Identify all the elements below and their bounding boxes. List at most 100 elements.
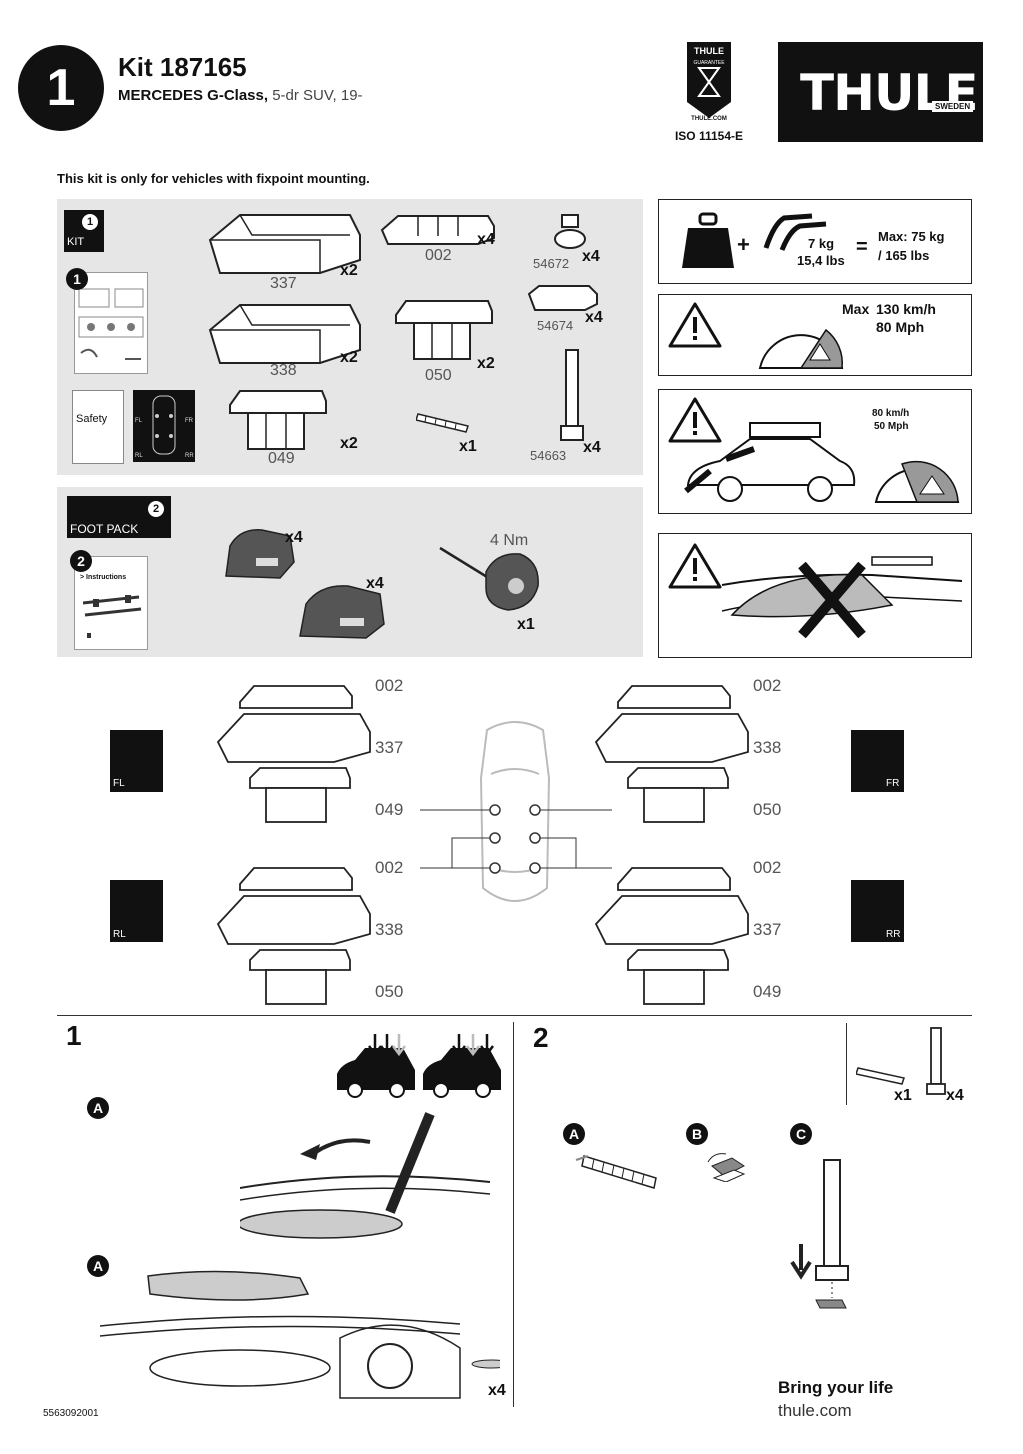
stack-rr-code-2: 337 bbox=[753, 920, 782, 939]
car-with-load-drawing bbox=[680, 415, 860, 507]
speed-max-label: Max bbox=[842, 301, 870, 317]
torque-key-drawing bbox=[436, 532, 546, 616]
stack-rl-drawing bbox=[214, 854, 374, 1010]
iso-label: ISO 11154-E bbox=[674, 129, 744, 143]
max-load-lbs: / 165 lbs bbox=[878, 248, 930, 263]
section-divider bbox=[57, 1015, 972, 1016]
corner-fr-thumb-label: FR bbox=[886, 778, 900, 789]
foot-pack-manual-thumbnail bbox=[74, 556, 148, 650]
vehicle-line: MERCEDES G-Class, 5-dr SUV, 19- bbox=[118, 87, 363, 104]
roof-bars-icon bbox=[760, 212, 832, 254]
badge-url: THULE.COM bbox=[691, 116, 727, 122]
logo-sub: SWEDEN bbox=[932, 101, 974, 112]
part-002-code: 002 bbox=[425, 247, 452, 264]
thule-logo bbox=[778, 42, 983, 142]
part-54663-qty: x4 bbox=[583, 439, 601, 456]
stack-rl-code-2: 338 bbox=[375, 920, 404, 939]
stack-fr-code-2: 338 bbox=[753, 738, 782, 757]
part-049-qty: x2 bbox=[340, 435, 358, 452]
part-54663-drawing bbox=[558, 348, 586, 448]
part-54674-drawing bbox=[525, 282, 601, 312]
pad-strip-drawing bbox=[416, 410, 472, 434]
fitting-chart bbox=[133, 390, 195, 462]
step-number: 1 bbox=[46, 59, 76, 117]
speedometer-icon-2 bbox=[872, 436, 962, 506]
corner-rl: RL bbox=[135, 453, 143, 459]
part-338-qty: x2 bbox=[340, 349, 358, 366]
part-337-drawing bbox=[200, 205, 365, 275]
logo-text: THULE bbox=[800, 64, 979, 122]
badge-guarantee: GUARANTEE bbox=[693, 60, 725, 66]
guarantee-badge bbox=[687, 42, 731, 122]
stack-rl-code-1: 002 bbox=[375, 858, 404, 877]
kit-badge-number: 1 bbox=[82, 214, 98, 230]
foot-qty-1: x4 bbox=[285, 529, 303, 546]
step2-parts-bracket bbox=[846, 1023, 847, 1105]
part-337-qty: x2 bbox=[340, 262, 358, 279]
load-weight-lbs: 15,4 lbs bbox=[797, 253, 845, 268]
corner-fl-thumb-label: FL bbox=[113, 778, 125, 789]
peel-strip-drawing bbox=[574, 1148, 660, 1192]
step2-pin-qty: x4 bbox=[946, 1087, 964, 1104]
step-divider bbox=[513, 1022, 514, 1407]
step2-sub-c: C bbox=[790, 1123, 812, 1145]
corner-rr-thumb bbox=[851, 880, 904, 942]
vehicle-details: 5-dr SUV, 19- bbox=[268, 87, 363, 104]
carwash-mph: 50 Mph bbox=[874, 421, 909, 432]
mount-points bbox=[420, 790, 620, 890]
foot-pack-manual-number: 2 bbox=[70, 550, 92, 572]
fixpoint-notice: This kit is only for vehicles with fixpo… bbox=[57, 171, 370, 186]
corner-rl-thumb-label: RL bbox=[113, 929, 126, 940]
foot-drawing-2 bbox=[296, 578, 388, 640]
corner-rl-thumb bbox=[110, 880, 163, 942]
adhesive-pad-drawing bbox=[704, 1148, 748, 1182]
kit-title: Kit 187165 bbox=[118, 52, 247, 82]
thule-url: thule.com bbox=[778, 1401, 852, 1420]
pin-insert-drawing bbox=[786, 1158, 856, 1326]
vehicle-top-view bbox=[477, 718, 553, 910]
logo-reg: ® bbox=[985, 64, 994, 76]
kit-badge-label: KIT bbox=[67, 236, 85, 248]
part-337-code: 337 bbox=[270, 275, 297, 292]
roof-cross-drawing bbox=[712, 545, 968, 653]
carwash-kmh: 80 km/h bbox=[872, 408, 910, 419]
stack-fl-code-3: 049 bbox=[375, 800, 404, 819]
foot-pack-badge-label: FOOT PACK bbox=[70, 522, 139, 536]
speedometer-icon bbox=[756, 300, 846, 372]
stack-fr-drawing bbox=[592, 672, 752, 828]
corner-rr: RR bbox=[185, 453, 194, 459]
step2-pin-drawing bbox=[925, 1026, 947, 1098]
step1-qty: x4 bbox=[488, 1382, 506, 1399]
corner-fl-thumb bbox=[110, 730, 163, 792]
step1-sub-a2: A bbox=[87, 1255, 109, 1277]
corner-fr: FR bbox=[185, 418, 193, 424]
part-54672-drawing bbox=[552, 213, 588, 253]
part-049-drawing bbox=[226, 385, 330, 453]
corner-fr-thumb bbox=[851, 730, 904, 792]
corner-rr-thumb-label: RR bbox=[886, 929, 901, 940]
warning-triangle-icon bbox=[667, 301, 723, 349]
load-weight-kg: 7 kg bbox=[808, 236, 835, 251]
part-54663-code: 54663 bbox=[530, 448, 567, 463]
stack-fl-drawing bbox=[214, 672, 374, 828]
foot-pack-badge-number: 2 bbox=[148, 501, 164, 517]
step2-sub-a: A bbox=[563, 1123, 585, 1145]
step2-sub-b: B bbox=[686, 1123, 708, 1145]
part-050-drawing bbox=[392, 295, 496, 363]
speed-mph: 80 Mph bbox=[876, 319, 925, 335]
pad-strip-qty: x1 bbox=[459, 438, 477, 455]
doc-number: 5563092001 bbox=[43, 1408, 99, 1419]
torque-key-qty: x1 bbox=[517, 616, 535, 633]
vehicle-model: MERCEDES G-Class, bbox=[118, 87, 269, 104]
cover-placement-drawing bbox=[100, 1268, 500, 1408]
part-049-code: 049 bbox=[268, 450, 295, 467]
instructions-label: > Instructions bbox=[80, 574, 127, 581]
max-load-kg: Max: 75 kg bbox=[878, 229, 945, 244]
step1-sub-a1: A bbox=[87, 1097, 109, 1119]
part-54674-code: 54674 bbox=[537, 318, 574, 333]
stack-fl-code-1: 002 bbox=[375, 676, 404, 695]
corner-fl: FL bbox=[135, 418, 143, 424]
foot-qty-2: x4 bbox=[366, 575, 384, 592]
stack-fl-code-2: 337 bbox=[375, 738, 404, 757]
speed-kmh: 130 km/h bbox=[876, 301, 936, 317]
